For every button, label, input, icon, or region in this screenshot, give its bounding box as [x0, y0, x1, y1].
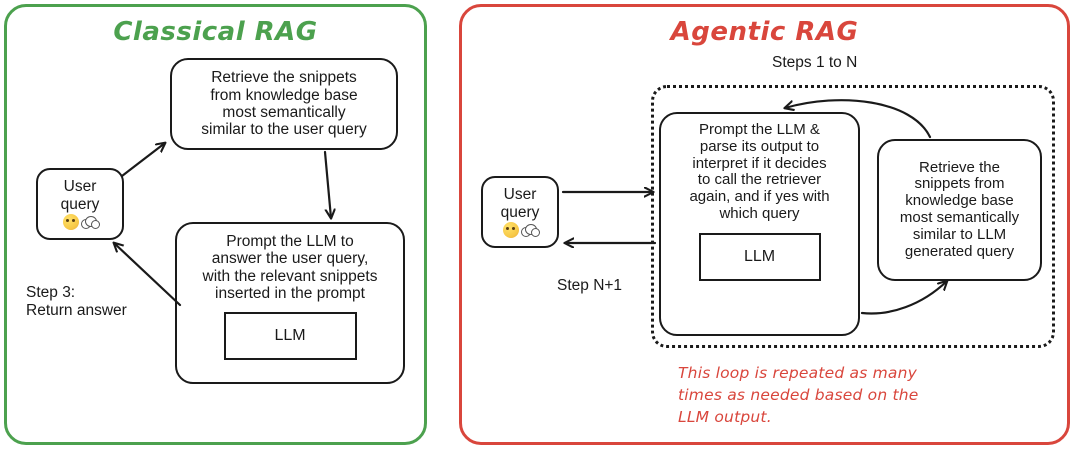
- classical-retrieve-node: Retrieve the snippets from knowledge bas…: [170, 58, 398, 150]
- agentic-step-label: Step N+1: [557, 277, 623, 294]
- thinking-face-icon: [62, 213, 79, 230]
- thinking-face-icon: [502, 221, 519, 238]
- agentic-prompt-text: Prompt the LLM & parse its output to int…: [689, 121, 830, 222]
- user-query-line1: User: [503, 186, 537, 204]
- page-title-classical: Classical RAG: [113, 17, 318, 47]
- classical-step-label: Step 3: Return answer: [26, 284, 127, 319]
- user-query-line2: query: [60, 195, 100, 213]
- loop-steps-label: Steps 1 to N: [772, 54, 858, 71]
- agentic-retrieve-node: Retrieve the snippets from knowledge bas…: [877, 139, 1042, 281]
- agentic-retrieve-text: Retrieve the snippets from knowledge bas…: [899, 158, 1020, 260]
- user-query-emoji-row: [502, 221, 540, 238]
- classical-prompt-text: Prompt the LLM to answer the user query,…: [202, 233, 378, 303]
- agentic-prompt-node: Prompt the LLM & parse its output to int…: [659, 112, 860, 336]
- agentic-user-query-node: User query: [481, 176, 559, 248]
- user-query-line1: User: [63, 178, 97, 196]
- agentic-llm-label: LLM: [743, 247, 776, 265]
- agentic-llm-box: LLM: [698, 232, 821, 281]
- thought-balloon-icon: [80, 215, 100, 229]
- agentic-loop-boundary: [651, 85, 1055, 348]
- thought-balloon-icon: [520, 223, 540, 237]
- classical-llm-box: LLM: [223, 312, 357, 361]
- classical-user-query-node: User query: [36, 168, 124, 240]
- classical-prompt-node: Prompt the LLM to answer the user query,…: [175, 222, 405, 384]
- user-query-emoji-row: [62, 213, 100, 230]
- user-query-line2: query: [500, 203, 540, 221]
- classical-llm-label: LLM: [274, 327, 306, 345]
- page-title-agentic: Agentic RAG: [670, 17, 859, 47]
- agentic-loop-note: This loop is repeated as many times as n…: [678, 364, 919, 426]
- classical-retrieve-text: Retrieve the snippets from knowledge bas…: [201, 69, 367, 139]
